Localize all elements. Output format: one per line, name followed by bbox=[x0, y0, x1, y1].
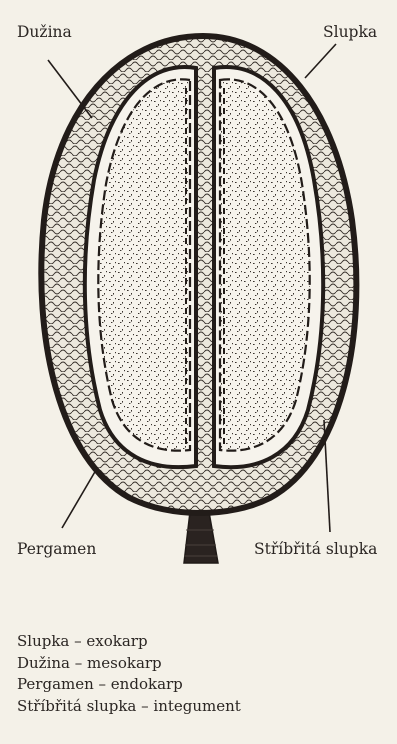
leader-line-pergamen bbox=[62, 470, 96, 528]
legend-item: Dužina – mesokarp bbox=[17, 653, 241, 675]
legend-item: Stříbřitá slupka – integument bbox=[17, 696, 241, 718]
stem bbox=[184, 512, 218, 563]
label-pergamen: Pergamen bbox=[17, 540, 96, 558]
label-duzina: Dužina bbox=[17, 23, 72, 41]
legend-item: Pergamen – endokarp bbox=[17, 674, 241, 696]
label-stribrita-slupka: Stříbřitá slupka bbox=[254, 540, 377, 558]
leader-line-duzina bbox=[48, 60, 92, 118]
legend-item: Slupka – exokarp bbox=[17, 631, 241, 653]
leader-line-slupka bbox=[305, 44, 336, 78]
label-slupka: Slupka bbox=[323, 23, 377, 41]
legend: Slupka – exokarp Dužina – mesokarp Perga… bbox=[17, 631, 241, 717]
